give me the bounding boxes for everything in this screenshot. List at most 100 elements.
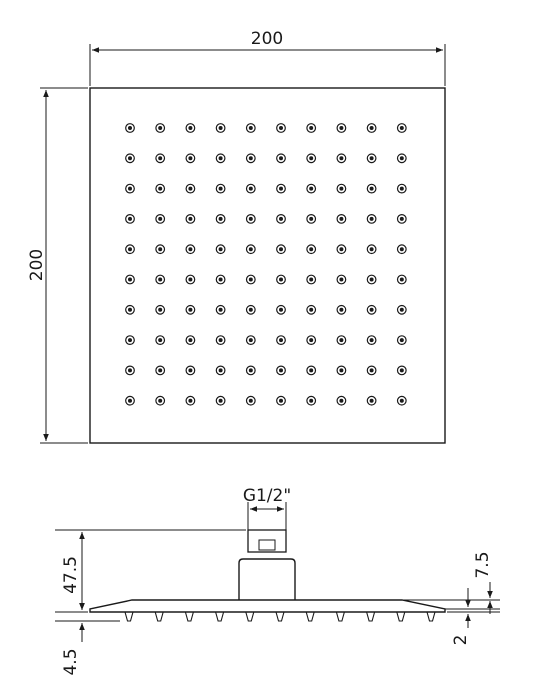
- thread-label: G1/2": [243, 486, 291, 506]
- side-nozzle: [154, 611, 164, 622]
- side-nozzle: [215, 611, 225, 622]
- nozzle-center: [309, 398, 314, 403]
- side-nozzle: [366, 611, 376, 622]
- nozzle-center: [158, 307, 163, 312]
- nozzle-center: [248, 126, 253, 130]
- nozzle-center: [399, 156, 404, 161]
- nozzle-center: [188, 398, 193, 403]
- width-dimension: 200: [89, 29, 446, 86]
- nozzle-center: [309, 247, 314, 252]
- nozzle-center: [218, 247, 223, 252]
- nozzle-center: [309, 216, 314, 221]
- nozzle-center: [309, 186, 314, 191]
- total-height-label: 47.5: [61, 556, 81, 594]
- nozzle-center: [279, 277, 283, 282]
- nozzle-center: [248, 156, 253, 161]
- top-view-plate-outline: [89, 87, 446, 444]
- nozzle-center: [279, 186, 283, 191]
- nozzle-center: [339, 307, 344, 312]
- top-view: 200 200: [27, 29, 446, 444]
- nozzle-center: [399, 338, 404, 343]
- nozzle-center: [369, 307, 374, 312]
- nozzle-center: [399, 398, 404, 403]
- nozzle-center: [188, 368, 193, 373]
- nozzle-center: [158, 338, 163, 343]
- nozzle-center: [188, 307, 193, 312]
- side-nozzle: [184, 611, 194, 622]
- height-label: 200: [27, 249, 47, 281]
- nozzle-center: [309, 338, 314, 343]
- nozzle-center: [309, 156, 314, 161]
- nozzle-center: [309, 307, 314, 312]
- connector-body: [238, 558, 296, 600]
- bottom-offset-dimension: 4.5: [55, 596, 120, 676]
- nozzle-center: [128, 156, 132, 161]
- side-nozzle: [426, 611, 436, 622]
- nozzle-center: [128, 186, 132, 191]
- nozzle-center: [369, 216, 374, 221]
- height-dimension: 200: [27, 87, 88, 444]
- nozzle-center: [339, 398, 344, 403]
- nozzle-center: [158, 368, 163, 373]
- nozzle-center: [128, 277, 132, 282]
- nozzle-center: [339, 126, 344, 130]
- nozzle-center: [309, 277, 314, 282]
- nozzle-grid: [125, 123, 407, 406]
- nozzle-center: [248, 247, 253, 252]
- thread-neck: [258, 539, 276, 551]
- nozzle-center: [188, 216, 193, 221]
- nozzle-center: [279, 338, 283, 343]
- nozzle-center: [218, 277, 223, 282]
- nozzle-center: [369, 186, 374, 191]
- width-label: 200: [251, 29, 283, 49]
- nozzle-center: [218, 126, 223, 130]
- nozzle-center: [158, 156, 163, 161]
- nozzle-center: [158, 247, 163, 252]
- thread-fitting: G1/2": [243, 486, 291, 553]
- nozzle-center: [339, 216, 344, 221]
- nozzle-center: [399, 307, 404, 312]
- nozzle-center: [279, 156, 283, 161]
- nozzle-center: [279, 307, 283, 312]
- thread-nut: [247, 529, 287, 553]
- side-nozzle: [335, 611, 345, 622]
- nozzle-center: [218, 398, 223, 403]
- nozzle-center: [248, 186, 253, 191]
- nozzle-center: [369, 247, 374, 252]
- nozzle-center: [218, 307, 223, 312]
- nozzle-center: [248, 307, 253, 312]
- shower-plate-profile: [89, 599, 446, 613]
- nozzle-center: [218, 338, 223, 343]
- nozzle-center: [399, 368, 404, 373]
- nozzle-center: [128, 368, 132, 373]
- bottom-offset-label: 4.5: [61, 648, 81, 675]
- nozzle-center: [339, 368, 344, 373]
- side-view: G1/2" 47.5 4.5 7.5: [55, 486, 500, 676]
- nozzle-center: [248, 338, 253, 343]
- nozzle-center: [158, 186, 163, 191]
- nozzle-center: [128, 126, 132, 130]
- nozzle-center: [128, 307, 132, 312]
- side-nozzle-row: [124, 611, 436, 622]
- side-nozzle: [275, 611, 285, 622]
- nozzle-center: [309, 368, 314, 373]
- nozzle-center: [188, 338, 193, 343]
- nozzle-center: [188, 186, 193, 191]
- nozzle-center: [128, 216, 132, 221]
- nozzle-center: [218, 186, 223, 191]
- nozzle-center: [128, 247, 132, 252]
- nozzle-center: [369, 338, 374, 343]
- plate-edge-label: 2: [451, 635, 471, 646]
- nozzle-center: [218, 156, 223, 161]
- nozzle-center: [188, 126, 193, 130]
- nozzle-center: [248, 368, 253, 373]
- nozzle-center: [128, 338, 132, 343]
- nozzle-center: [279, 247, 283, 252]
- nozzle-center: [158, 216, 163, 221]
- nozzle-center: [188, 247, 193, 252]
- nozzle-center: [339, 338, 344, 343]
- nozzle-center: [248, 398, 253, 403]
- nozzle-center: [279, 398, 283, 403]
- nozzle-center: [369, 368, 374, 373]
